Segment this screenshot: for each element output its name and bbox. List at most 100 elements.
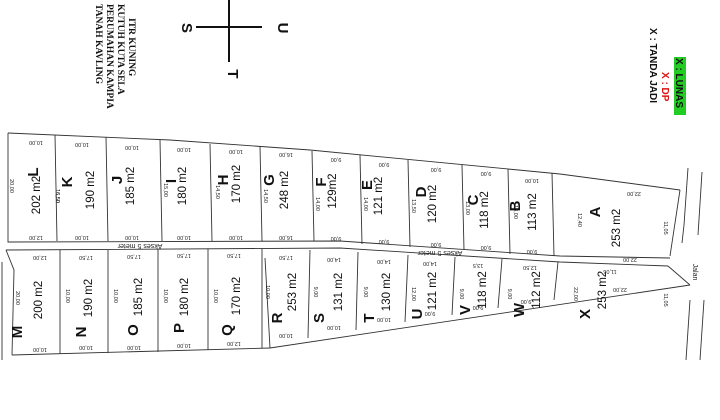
- plot-dimension: 16,50: [54, 189, 60, 203]
- plot-letter: V: [457, 305, 474, 315]
- plot-dimension: 16,00: [279, 151, 293, 157]
- plot-dimension: 10,00: [177, 234, 191, 240]
- plot-dimension: 17,50: [279, 254, 293, 260]
- plot-dimension: 20,00: [8, 179, 14, 193]
- legend-lunas-highlight: [674, 57, 686, 115]
- lower-plot-n[interactable]: N 190 m2 10,00 17,50 10,00: [64, 254, 95, 350]
- plot-dimension: 10,00: [79, 344, 93, 350]
- plot-letter: H: [215, 175, 232, 186]
- main-road-label: Jalan: [691, 264, 698, 281]
- plot-dimension: 10,00: [125, 144, 139, 150]
- plot-area: 180 m2: [177, 167, 189, 205]
- plot-area: 120 m2: [427, 185, 439, 223]
- plot-dimension: 10,00: [177, 146, 191, 152]
- compass-south-label: S: [178, 23, 195, 33]
- plot-letter: L: [25, 167, 42, 176]
- plot-area: 121 m2: [427, 272, 439, 310]
- road-labels: Akses 5 meter Akses 5 meter Jalan: [117, 242, 698, 280]
- plot-area: 185 m2: [133, 278, 145, 316]
- plot-letter: K: [59, 176, 76, 187]
- plot-dimension: 14,00: [423, 260, 437, 266]
- title-line-1: TANAH KAVLING: [93, 4, 103, 85]
- plot-area: 190 m2: [83, 279, 95, 317]
- plot-letter: I: [163, 179, 180, 183]
- plot-dimension: 17,50: [79, 254, 93, 260]
- plot-letter: O: [125, 324, 142, 336]
- plot-dimension: 10,00: [64, 289, 70, 303]
- plot-dimension: 16,00: [279, 234, 293, 240]
- plot-letter: P: [171, 323, 188, 333]
- plot-dimension: 22,00: [627, 190, 641, 196]
- plot-dimension: 14,00: [327, 256, 341, 262]
- plot-dimension: 16,50: [54, 189, 60, 203]
- plot-area: 253 m2: [611, 209, 623, 247]
- plot-dimension: 10,00: [525, 177, 539, 183]
- plot-letter: N: [73, 327, 90, 338]
- plot-dimension: 9,00: [481, 170, 492, 176]
- plot-dimension: 10,00: [279, 332, 293, 338]
- plot-dimension: 9,00: [362, 287, 368, 298]
- plot-area: 131 m2: [333, 273, 345, 311]
- plot-letter: X: [577, 309, 594, 319]
- legend: X : TANDA JADI X : DP X : LUNAS: [647, 28, 686, 115]
- plot-dimension: 9,00: [506, 289, 512, 300]
- access-road-label-right: Akses 5 meter: [417, 249, 462, 256]
- plot-dimension: 10,00: [377, 316, 391, 322]
- compass-rose: U S T: [178, 0, 291, 79]
- plot-letter: C: [465, 194, 482, 205]
- plot-letter: T: [361, 313, 378, 322]
- plot-area: 202 m2: [31, 176, 43, 214]
- title-line-4: ITR KUNING: [126, 18, 136, 77]
- plot-dimension: 22,00: [572, 287, 578, 301]
- plot-dimension: 14,50: [214, 185, 220, 199]
- plot-area: 129m2: [327, 173, 339, 208]
- plot-dimension: 9,00: [312, 287, 318, 298]
- plot-area: 130 m2: [381, 273, 393, 311]
- plot-dimension: 9,00: [458, 289, 464, 300]
- plot-dimension: 14,00: [314, 197, 320, 211]
- lower-row-dividers: [59, 249, 559, 354]
- title-line-2: PERUMAHAN KAMPIA: [104, 4, 114, 109]
- plot-dimension: 10,00: [229, 148, 243, 154]
- plot-dimension: 11,05: [662, 293, 668, 306]
- plot-dimension: 9,00: [431, 241, 442, 247]
- plot-dimension: 17,50: [227, 252, 241, 258]
- plot-dimension: 14,50: [262, 189, 268, 203]
- plot-area: 190 m2: [85, 171, 97, 209]
- upper-row-dividers: [54, 134, 555, 257]
- plot-area: 253 m2: [597, 271, 609, 309]
- plot-dimension: 14,00: [377, 258, 391, 264]
- legend-lunas: X : LUNAS: [673, 58, 684, 108]
- plot-dimension: 11,05: [603, 268, 616, 274]
- plot-letter: F: [313, 177, 330, 186]
- plot-letter: W: [511, 302, 528, 317]
- plot-letter: S: [311, 313, 328, 323]
- plot-dimension: 12,00: [33, 254, 47, 260]
- plot-dimension: 12,50: [523, 264, 537, 270]
- plot-dimension: 13,00: [512, 205, 518, 219]
- plot-area: 121 m2: [373, 177, 385, 215]
